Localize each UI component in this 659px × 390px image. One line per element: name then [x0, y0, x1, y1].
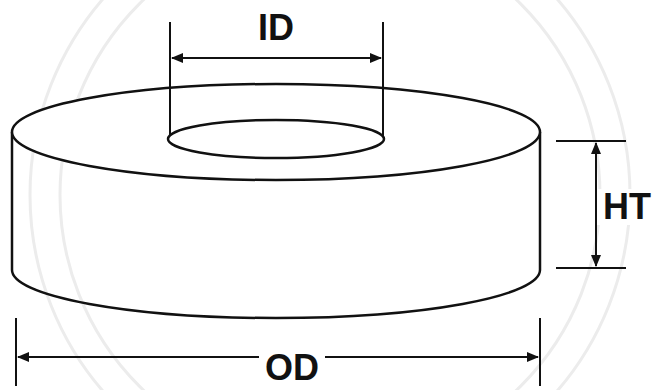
ring-hole	[168, 120, 384, 158]
ring-left-side	[11, 132, 14, 270]
height-label: HT	[597, 189, 657, 225]
outer-diameter-label: OD	[259, 350, 325, 386]
ring-right-side	[539, 132, 542, 270]
ring-top-face	[12, 84, 540, 180]
ring	[12, 84, 540, 318]
inner-diameter-label: ID	[252, 10, 300, 46]
watermark	[30, 0, 630, 390]
ring-bottom-edge	[12, 270, 540, 318]
dimension-lines	[16, 22, 626, 386]
